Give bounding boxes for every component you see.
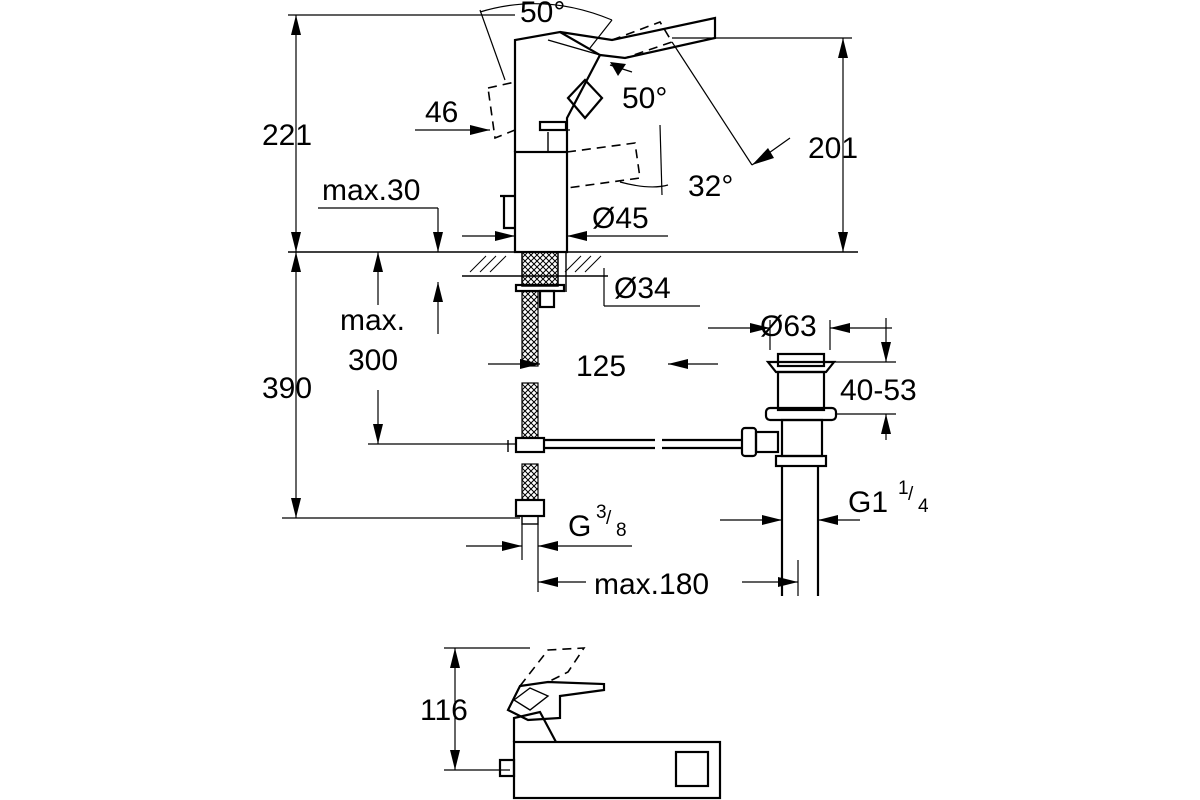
lever xyxy=(566,78,604,120)
left-dimensions: 390 max. 300 xyxy=(262,252,520,519)
angle-top-label: 50° xyxy=(520,0,565,29)
outlet-thread-label: G1 xyxy=(848,486,888,519)
outlet-thread-den: 4 xyxy=(918,496,929,517)
inlet-thread-num: 3 xyxy=(596,502,607,523)
drain-body-lower xyxy=(780,418,824,458)
rod-length-label: 125 xyxy=(576,350,626,383)
threaded-stud xyxy=(521,251,559,287)
supply-hose-upper xyxy=(521,290,539,367)
hose-nut xyxy=(514,498,546,518)
max-thickness-label: max.30 xyxy=(322,174,420,207)
inlet-thread-label: G xyxy=(568,510,591,543)
angle-lower-label: 32° xyxy=(688,170,733,203)
side-height-label: 116 xyxy=(420,694,468,727)
below-height-label: 390 xyxy=(262,372,312,405)
side-lever xyxy=(506,680,606,722)
base-diameter-label: Ø45 xyxy=(592,202,649,235)
supply-hose-lower xyxy=(521,463,539,501)
spout-arm xyxy=(559,16,717,60)
spout-outlet xyxy=(538,120,568,132)
hole-diameter-label: Ø34 xyxy=(614,272,671,305)
faucet-side-view: 116 xyxy=(420,647,722,800)
max-distance-label: max.180 xyxy=(594,568,709,601)
drain-flange xyxy=(776,352,826,368)
mounting-section: Ø34 xyxy=(462,251,700,525)
inlet-thread-den: 8 xyxy=(616,520,627,541)
total-height-label: 221 xyxy=(262,119,312,152)
side-column xyxy=(512,710,557,743)
bottom-dimensions: G 3 / 8 max.180 xyxy=(466,502,799,601)
lever-dashed-lower xyxy=(566,142,641,189)
popup-knob xyxy=(500,194,515,230)
faucet-column xyxy=(513,30,602,152)
drain-range-label: 40-53 xyxy=(840,374,917,407)
max-depth-value: 300 xyxy=(348,344,398,377)
drain-assembly: 125 Ø63 40-53 G1 1 / xyxy=(488,310,929,596)
side-spout-outlet xyxy=(674,750,710,788)
lever-dashed-left xyxy=(487,81,516,140)
supply-hose-mid xyxy=(521,382,539,439)
outlet-thread-num: 1 xyxy=(898,478,909,499)
angle-lever-label: 50° xyxy=(622,82,667,115)
drain-body-upper xyxy=(776,370,826,412)
svg-text:/: / xyxy=(908,484,914,505)
spout-height-label: 201 xyxy=(808,132,858,165)
faucet-body xyxy=(513,150,569,254)
angle-arc-top xyxy=(479,3,613,21)
rod-connector xyxy=(740,426,758,458)
max-depth-label: max. xyxy=(340,304,405,337)
lever-offset-label: 46 xyxy=(425,96,458,129)
drain-diameter-label: Ø63 xyxy=(760,310,817,343)
side-lever-dashed xyxy=(519,647,586,687)
side-spout-body xyxy=(512,740,722,800)
tee-fitting xyxy=(514,436,546,454)
spout-dashed xyxy=(611,21,674,59)
svg-text:/: / xyxy=(606,508,612,529)
faucet-front-view: 50° 50° 32° 201 221 46 max.30 xyxy=(262,0,858,254)
